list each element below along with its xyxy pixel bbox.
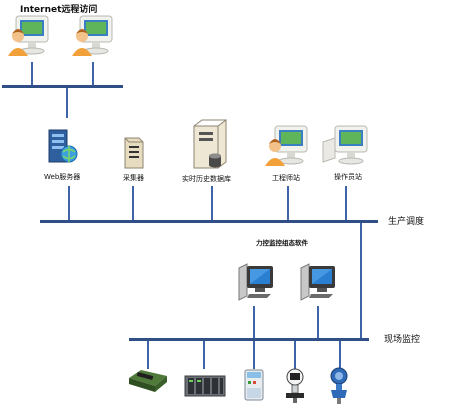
drop-line <box>253 341 255 369</box>
internet-uplink-line <box>66 88 68 118</box>
drop-line <box>345 186 347 220</box>
collector-icon <box>124 137 144 169</box>
engineer-workstation-icon <box>265 125 308 166</box>
field-monitoring-label: 现场监控 <box>384 335 421 345</box>
drop-line <box>68 186 70 220</box>
drop-line <box>203 341 205 369</box>
production-scheduling-label: 生产调度 <box>388 217 425 227</box>
monitoring-pc-icon <box>300 263 335 301</box>
node-label: 实时历史数据库 <box>182 175 231 183</box>
internet-bus-line <box>2 85 123 88</box>
web-server-icon <box>48 129 78 163</box>
drop-line <box>339 341 341 369</box>
transmitter-icon <box>286 368 304 403</box>
drop-line <box>287 186 289 220</box>
node-label: Web服务器 <box>44 173 81 181</box>
io-module-icon <box>129 370 167 392</box>
data-module-icon <box>244 369 264 401</box>
plc-rack-icon <box>184 375 226 397</box>
remote-user-workstation-icon <box>72 15 113 56</box>
drop-line <box>211 186 213 220</box>
drop-line <box>253 306 255 338</box>
field-monitoring-bus-line <box>129 338 369 341</box>
bus-link-line <box>360 223 362 339</box>
drop-line <box>294 341 296 369</box>
remote-user-workstation-icon <box>8 15 49 56</box>
node-label: 采集器 <box>123 174 144 182</box>
pressure-transmitter-icon <box>330 367 348 404</box>
drop-line <box>132 186 134 220</box>
drop-line <box>317 306 319 338</box>
drop-line <box>147 341 149 369</box>
internet-remote-access-title: Internet远程访问 <box>20 5 98 15</box>
production-scheduling-bus-line <box>40 220 378 223</box>
database-server-icon <box>193 119 227 169</box>
software-label: 力控监控组态软件 <box>256 239 308 247</box>
node-label: 操作员站 <box>334 173 362 181</box>
drop-line <box>31 62 33 86</box>
monitoring-pc-icon <box>238 263 273 301</box>
operator-workstation-icon <box>322 125 368 165</box>
node-label: 工程师站 <box>272 174 300 182</box>
drop-line <box>92 62 94 86</box>
